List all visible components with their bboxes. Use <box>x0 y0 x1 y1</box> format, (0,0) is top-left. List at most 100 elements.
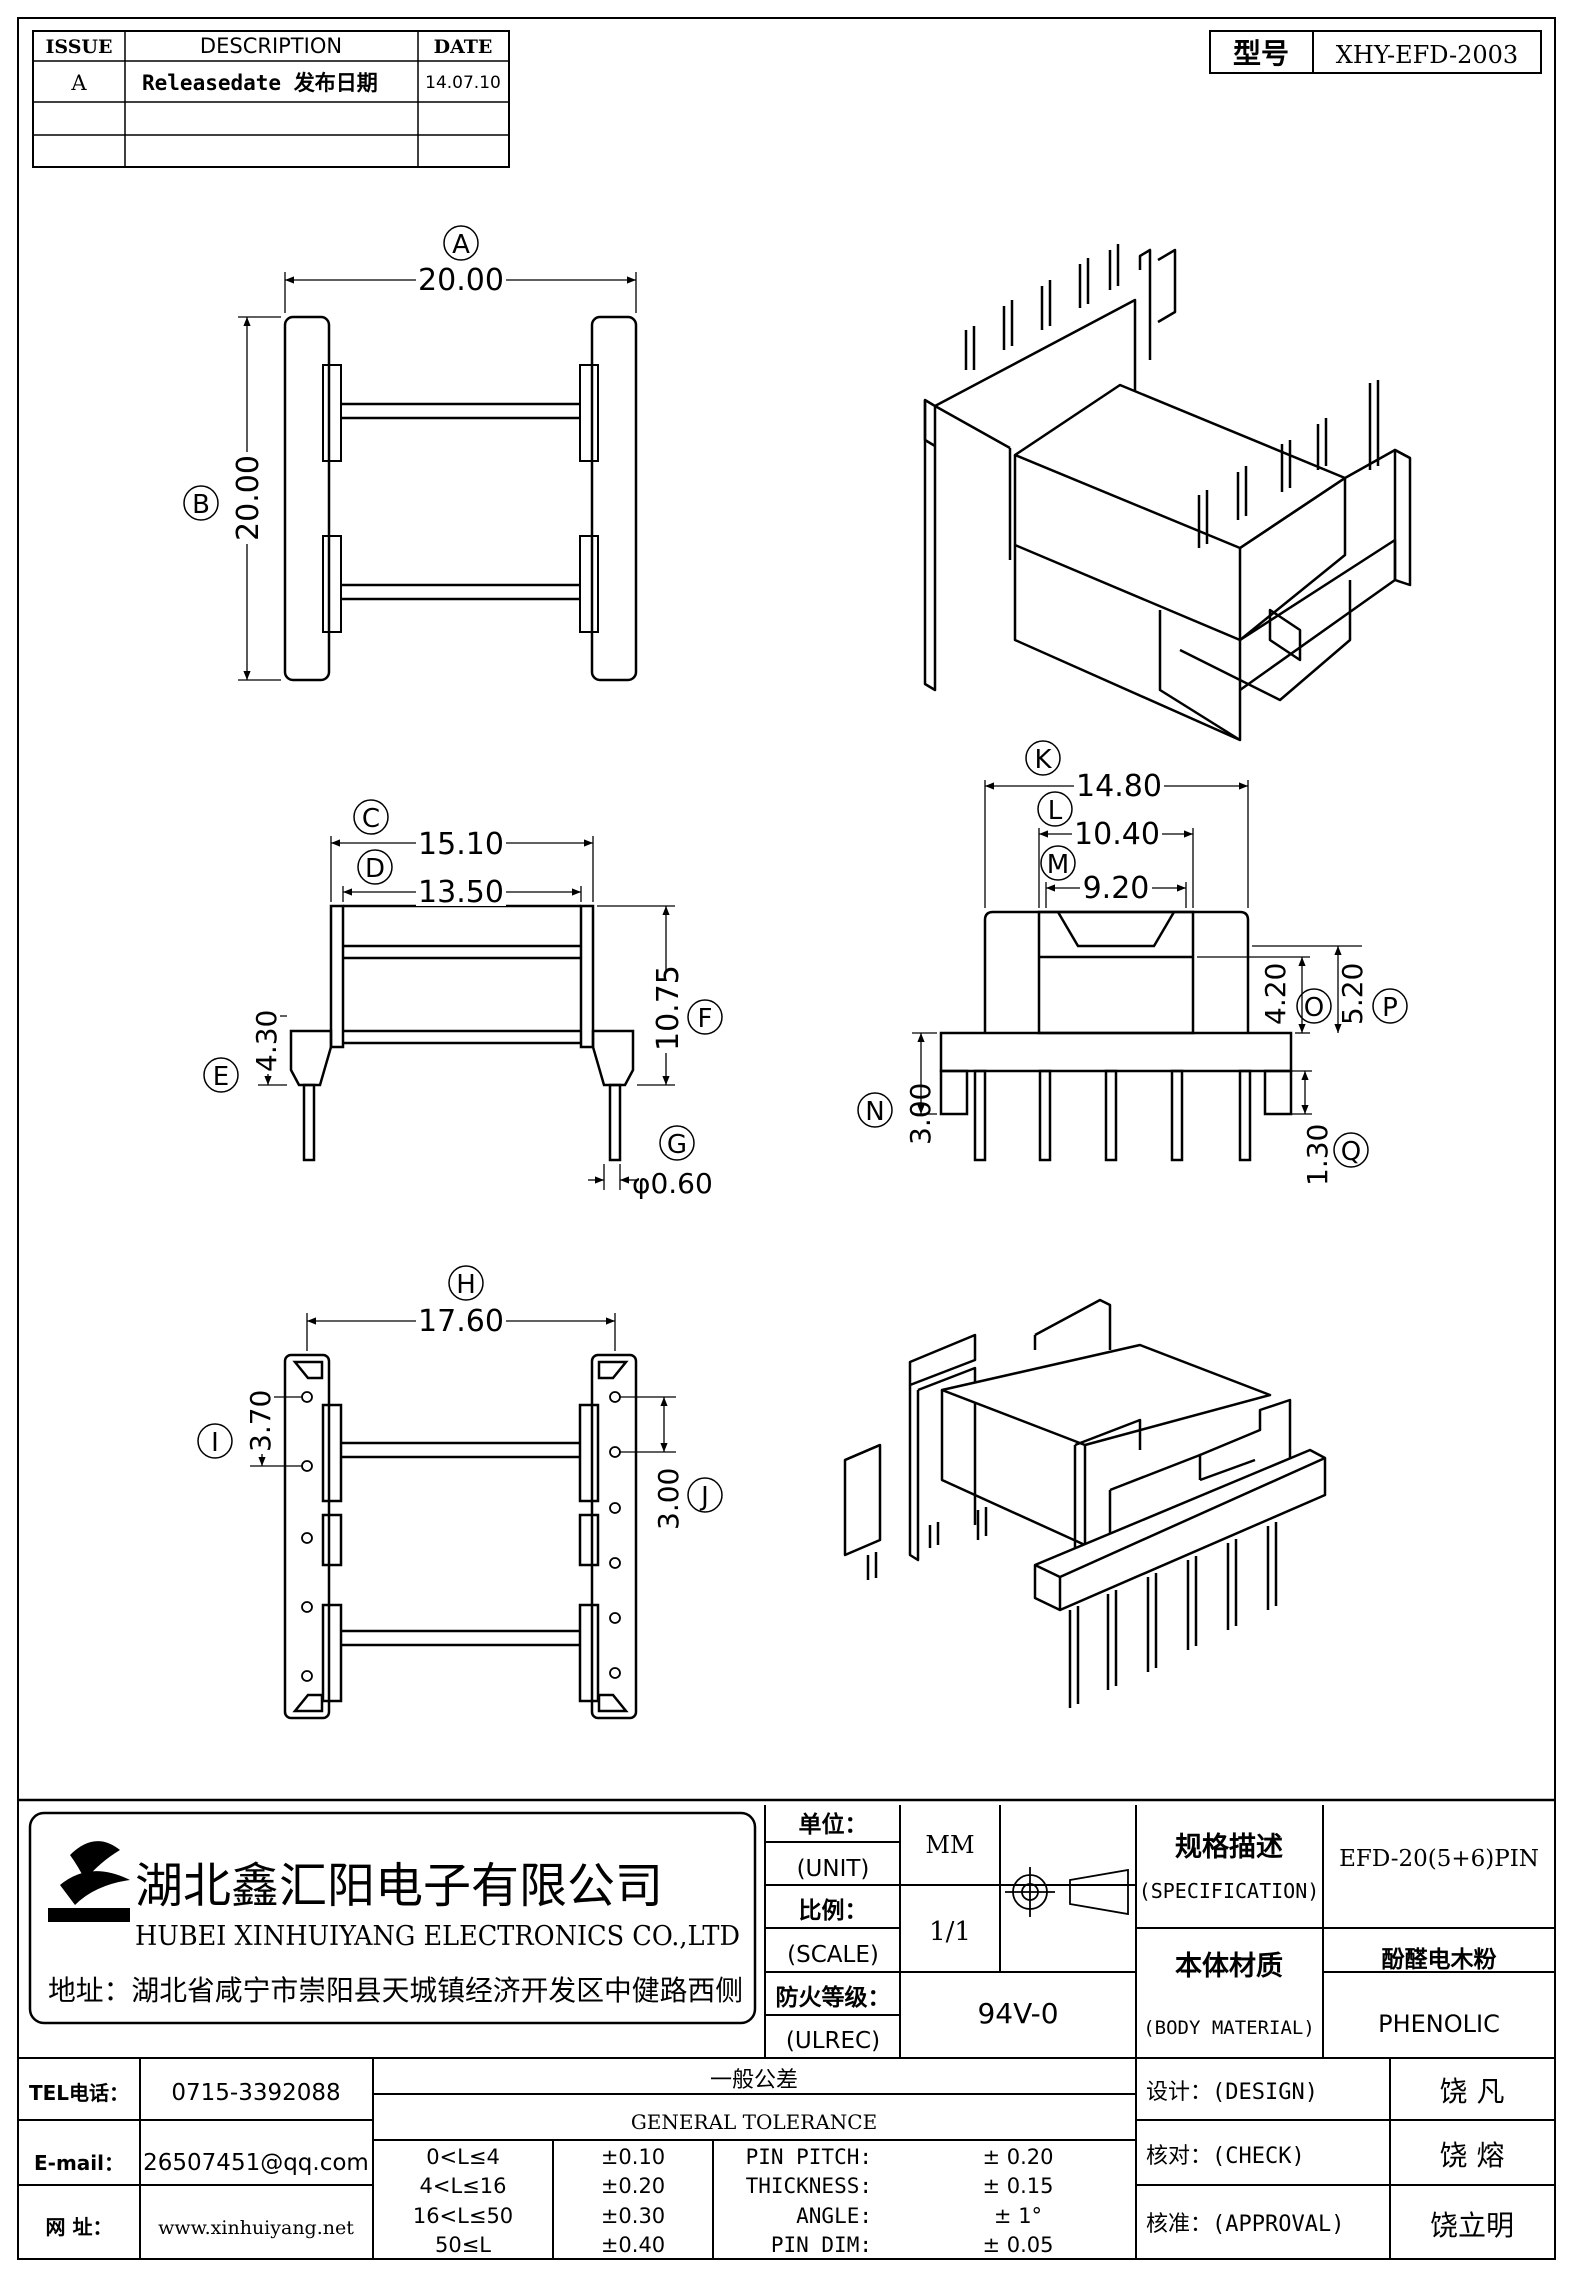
bottom-view: 17.60 H 3.70 I 3.00 J <box>197 1265 723 1720</box>
dim-l-value: 10.40 <box>1074 817 1160 852</box>
company-address: 地址：湖北省咸宁市崇阳县天城镇经济开发区中健路西侧 <box>48 1974 743 2007</box>
tel-value: 0715-3392088 <box>171 2080 340 2106</box>
material-label: 本体材质 <box>1175 1951 1283 1982</box>
dim-e-value: 4.30 <box>250 1010 283 1072</box>
rev-header-issue: ISSUE <box>46 36 113 58</box>
tolerance-name: PIN DIM: <box>771 2233 872 2257</box>
fire-value: 94V-0 <box>977 1997 1058 2030</box>
front-view: 15.10 C 13.50 D 4.30 E 10.75 F <box>203 799 723 1200</box>
dim-o-letter: O <box>1304 993 1324 1023</box>
dim-k-value: 14.80 <box>1076 769 1162 804</box>
sheet-border <box>17 17 1556 2260</box>
tolerance-spec: ± 0.20 <box>982 2145 1053 2169</box>
unit-label-en: (UNIT) <box>797 1856 870 1882</box>
model-value: XHY-EFD-2003 <box>1336 41 1518 69</box>
tolerance-title-en: GENERAL TOLERANCE <box>631 2110 877 2134</box>
dim-q-value: 1.30 <box>1301 1124 1334 1186</box>
dim-a-letter: A <box>452 230 470 260</box>
tolerance-name: THICKNESS: <box>746 2174 872 2198</box>
scale-value: 1/1 <box>929 1917 971 1947</box>
model-box: 型号 XHY-EFD-2003 <box>1209 30 1542 74</box>
tolerance-title-cn: 一般公差 <box>710 2068 798 2093</box>
tolerance-value: ±0.20 <box>601 2174 665 2198</box>
rev-row-date: 14.07.10 <box>425 73 501 93</box>
revision-table: ISSUE DESCRIPTION DATE A Releasedate 发布日… <box>32 30 510 168</box>
title-block: 湖北鑫汇阳电子有限公司 HUBEI XINHUIYANG ELECTRONICS… <box>18 1798 1555 2259</box>
top-view: 20.00 A 20.00 B <box>183 225 638 682</box>
dim-o-value: 4.20 <box>1259 963 1292 1025</box>
dim-j-letter: J <box>699 1482 709 1512</box>
web-value: www.xinhuiyang.net <box>158 2217 354 2239</box>
material-value: PHENOLIC <box>1378 2010 1500 2038</box>
email-value: 26507451@qq.com <box>143 2150 369 2176</box>
dim-k-letter: K <box>1034 745 1052 775</box>
dim-l-letter: L <box>1048 796 1063 826</box>
dim-c-value: 15.10 <box>418 827 504 862</box>
design-value: 饶 凡 <box>1440 2075 1505 2108</box>
side-view: 14.80 K 10.40 L 9.20 M 4.20 O 5.20 <box>857 740 1408 1186</box>
dim-i-value: 3.70 <box>244 1390 277 1452</box>
approval-value: 饶立明 <box>1430 2209 1514 2242</box>
dim-n-letter: N <box>865 1097 884 1127</box>
email-label: E-mail： <box>34 2151 124 2175</box>
dim-g-letter: G <box>667 1130 687 1160</box>
dim-d-value: 13.50 <box>418 875 504 910</box>
rev-row-description: Releasedate 发布日期 <box>142 71 378 95</box>
tolerance-rows: 0<L≤4 ±0.10 PIN PITCH: ± 0.20 4<L≤16 ±0.… <box>413 2145 1054 2257</box>
tolerance-range: 4<L≤16 <box>420 2174 507 2198</box>
rev-row-issue: A <box>70 71 87 95</box>
approval-label: 核准：(APPROVAL) <box>1146 2212 1344 2237</box>
dim-c-letter: C <box>362 804 380 834</box>
design-label: 设计：(DESIGN) <box>1146 2080 1318 2105</box>
unit-value: MM <box>925 1831 974 1859</box>
spec-value: EFD-20(5+6)PIN <box>1339 1846 1539 1872</box>
iso-view-top <box>923 244 1412 742</box>
tolerance-range: 0<L≤4 <box>426 2145 500 2169</box>
dim-h-value: 17.60 <box>418 1304 504 1339</box>
material-label-en: (BODY MATERIAL) <box>1143 2017 1315 2039</box>
fire-label-en: (ULREC) <box>786 2028 880 2054</box>
dim-i-letter: I <box>211 1428 219 1458</box>
dim-j-value: 3.00 <box>652 1468 685 1530</box>
spec-label-en: (SPECIFICATION) <box>1139 1879 1320 1903</box>
tolerance-name: ANGLE: <box>796 2204 872 2228</box>
tolerance-name: PIN PITCH: <box>746 2145 872 2169</box>
dim-h-letter: H <box>456 1270 476 1300</box>
tolerance-range: 16<L≤50 <box>413 2204 513 2228</box>
tolerance-range: 50≤L <box>435 2233 491 2257</box>
dim-g-value: φ0.60 <box>632 1167 713 1200</box>
dim-f-value: 10.75 <box>651 965 686 1051</box>
tolerance-spec: ± 0.15 <box>982 2174 1053 2198</box>
tolerance-value: ±0.30 <box>601 2204 665 2228</box>
dim-p-value: 5.20 <box>1336 963 1369 1025</box>
dim-m-value: 9.20 <box>1083 871 1150 906</box>
unit-label: 单位： <box>799 1811 868 1838</box>
rev-header-date: DATE <box>434 36 493 58</box>
dim-d-letter: D <box>365 854 385 884</box>
web-label: 网 址： <box>46 2215 113 2239</box>
fire-label: 防火等级： <box>776 1984 891 2011</box>
dim-b-value: 20.00 <box>231 455 266 541</box>
scale-label-en: (SCALE) <box>787 1942 879 1968</box>
scale-label: 比例： <box>799 1898 868 1924</box>
dim-q-letter: Q <box>1341 1137 1361 1167</box>
dim-p-letter: P <box>1382 993 1398 1023</box>
projection-symbol-icon <box>1005 1867 1129 1917</box>
tel-label: TEL电话： <box>29 2081 129 2105</box>
dim-a-value: 20.00 <box>418 263 504 298</box>
check-value: 饶 熔 <box>1440 2139 1505 2172</box>
check-label: 核对：(CHECK) <box>1146 2144 1305 2169</box>
dim-f-letter: F <box>698 1004 713 1034</box>
iso-view-bottom <box>843 1298 1327 1708</box>
tolerance-value: ±0.10 <box>601 2145 665 2169</box>
dim-e-letter: E <box>213 1062 229 1092</box>
company-name-en: HUBEI XINHUIYANG ELECTRONICS CO.,LTD <box>135 1921 740 1952</box>
dim-b-letter: B <box>192 490 210 520</box>
company-name-cn: 湖北鑫汇阳电子有限公司 <box>135 1858 663 1914</box>
dim-n-value: 3.00 <box>904 1083 937 1145</box>
material-value-cn: 酚醛电木粉 <box>1382 1947 1497 1973</box>
tolerance-spec: ± 1° <box>994 2204 1042 2228</box>
dim-m-letter: M <box>1047 850 1069 880</box>
tolerance-spec: ± 0.05 <box>982 2233 1053 2257</box>
